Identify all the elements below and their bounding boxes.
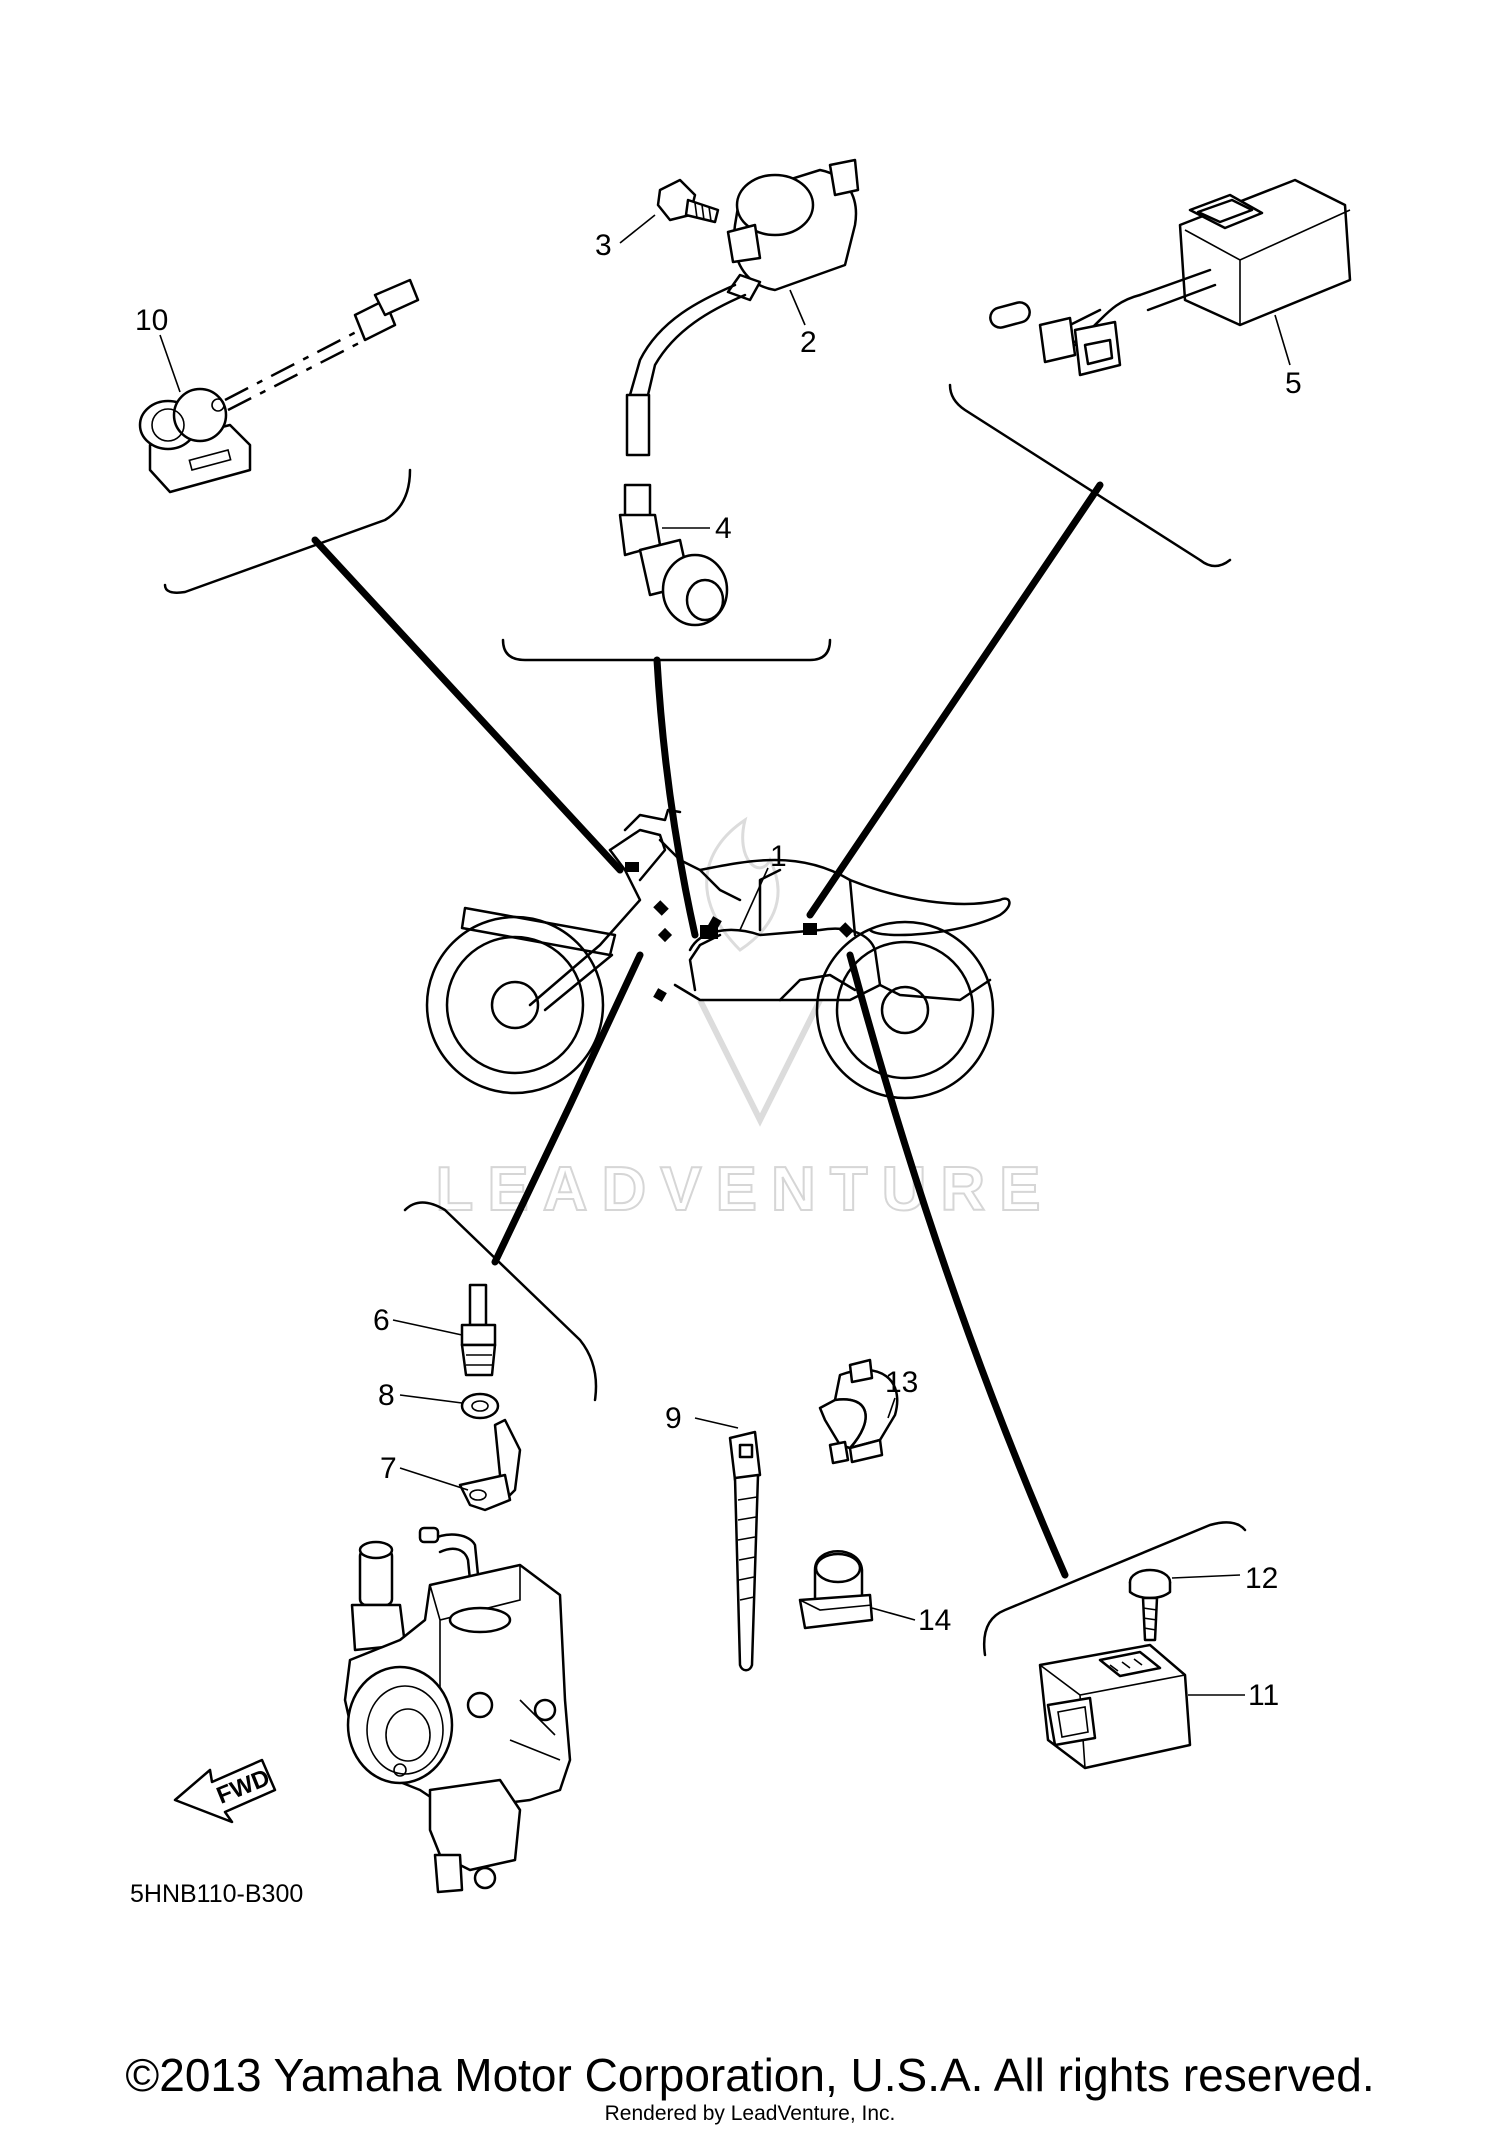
part-8-washer (460, 1392, 500, 1420)
callout-10: 10 (135, 304, 168, 337)
watermark-text: LEADVENTURE (435, 1155, 1054, 1224)
callout-7: 7 (380, 1452, 397, 1485)
callout-4: 4 (715, 512, 732, 545)
leader-1 (739, 867, 769, 931)
callout-11: 11 (1248, 1679, 1279, 1712)
part-13-clamp (818, 1358, 899, 1465)
callout-8: 8 (378, 1379, 395, 1412)
callout-2: 2 (800, 326, 817, 359)
bracket-6-7-8 (403, 1201, 598, 1402)
leader-line-5 (806, 481, 1104, 919)
callout-13: 13 (885, 1366, 918, 1399)
part-4-plug-cap (618, 483, 729, 627)
carburetor (343, 1526, 572, 1894)
harness-connectors (625, 862, 854, 1002)
diagram-code: 5HNB110-B300 (130, 1880, 303, 1908)
copyright-notice: ©2013 Yamaha Motor Corporation, U.S.A. A… (125, 2049, 1375, 2101)
callout-14: 14 (918, 1604, 951, 1637)
rendered-by-credit: Rendered by LeadVenture, Inc. (604, 2102, 896, 2125)
leader-7 (399, 1467, 469, 1491)
leader-line-6-7-8 (491, 951, 644, 1266)
leadventure-watermark: LEADVENTURE (434, 816, 1054, 1225)
leader-line-2-3-4 (653, 656, 699, 939)
leader-2 (789, 289, 806, 326)
leader-8 (399, 1394, 463, 1404)
callout-12: 12 (1245, 1562, 1278, 1595)
bracket-11-12 (982, 1521, 1247, 1657)
fwd-arrow-icon: FWD (173, 1758, 277, 1824)
part-2-ignition-coil (625, 158, 860, 457)
motorcycle-outline (425, 808, 1011, 1100)
callout-1: 1 (770, 840, 787, 873)
callout-6: 6 (373, 1304, 390, 1337)
bracket-5 (948, 383, 1232, 568)
part-7-bracket (458, 1418, 522, 1512)
part-9-cable-tie (728, 1430, 762, 1672)
callout-3: 3 (595, 229, 612, 262)
leader-3 (619, 214, 656, 244)
bracket-2-3-4 (501, 638, 832, 662)
part-10-sensor (138, 278, 420, 494)
leader-13 (887, 1397, 896, 1419)
leader-line-11-12 (846, 951, 1069, 1579)
callout-9: 9 (665, 1402, 682, 1435)
callout-5: 5 (1285, 367, 1302, 400)
leader-6 (392, 1319, 463, 1336)
part-11-regulator (1038, 1643, 1192, 1770)
leader-14 (871, 1607, 916, 1621)
part-14-clip (798, 1550, 874, 1630)
part-6-fitting (460, 1283, 497, 1377)
leader-5 (1274, 314, 1291, 366)
part-5-cdi-unit (989, 178, 1352, 377)
leader-10 (159, 334, 181, 393)
bracket-10 (163, 468, 412, 594)
leader-line-10 (311, 536, 624, 874)
leader-9 (694, 1417, 739, 1429)
part-3-bolt (656, 178, 720, 224)
leader-12 (1171, 1574, 1241, 1579)
part-12-bolt (1128, 1568, 1172, 1642)
